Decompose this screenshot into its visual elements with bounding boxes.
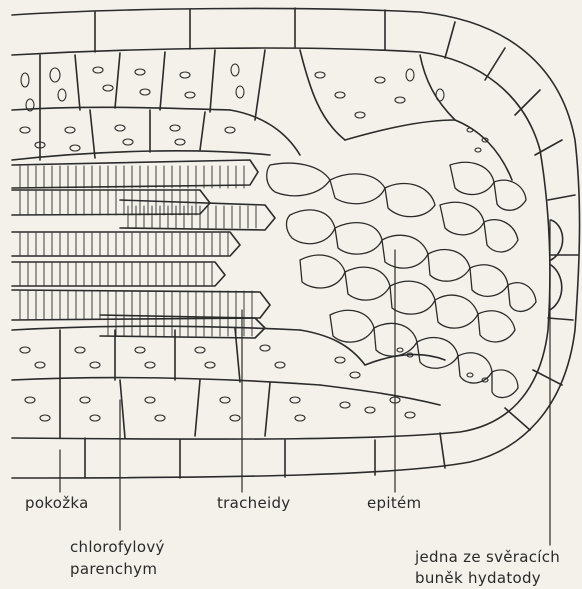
label-chlorofyl-line2: parenchym: [70, 560, 157, 578]
right-epidermis-cells: [505, 195, 578, 430]
label-chlorofyl-line1: chlorofylový: [70, 538, 165, 556]
outer-epidermis-outline: [12, 8, 580, 478]
upper-parenchyma-cells: [12, 50, 512, 180]
label-epitem: epitém: [367, 494, 421, 512]
label-tracheidy: tracheidy: [217, 494, 291, 512]
epithem-cells: [267, 162, 536, 397]
label-hydatoda-line1: jedna ze svěracích: [415, 548, 560, 566]
lower-parenchyma-cells: [12, 326, 445, 438]
label-hydatoda-line2: buněk hydatody: [415, 569, 541, 587]
tracheid-striations: [20, 166, 256, 336]
label-pokozka: pokožka: [25, 494, 89, 512]
